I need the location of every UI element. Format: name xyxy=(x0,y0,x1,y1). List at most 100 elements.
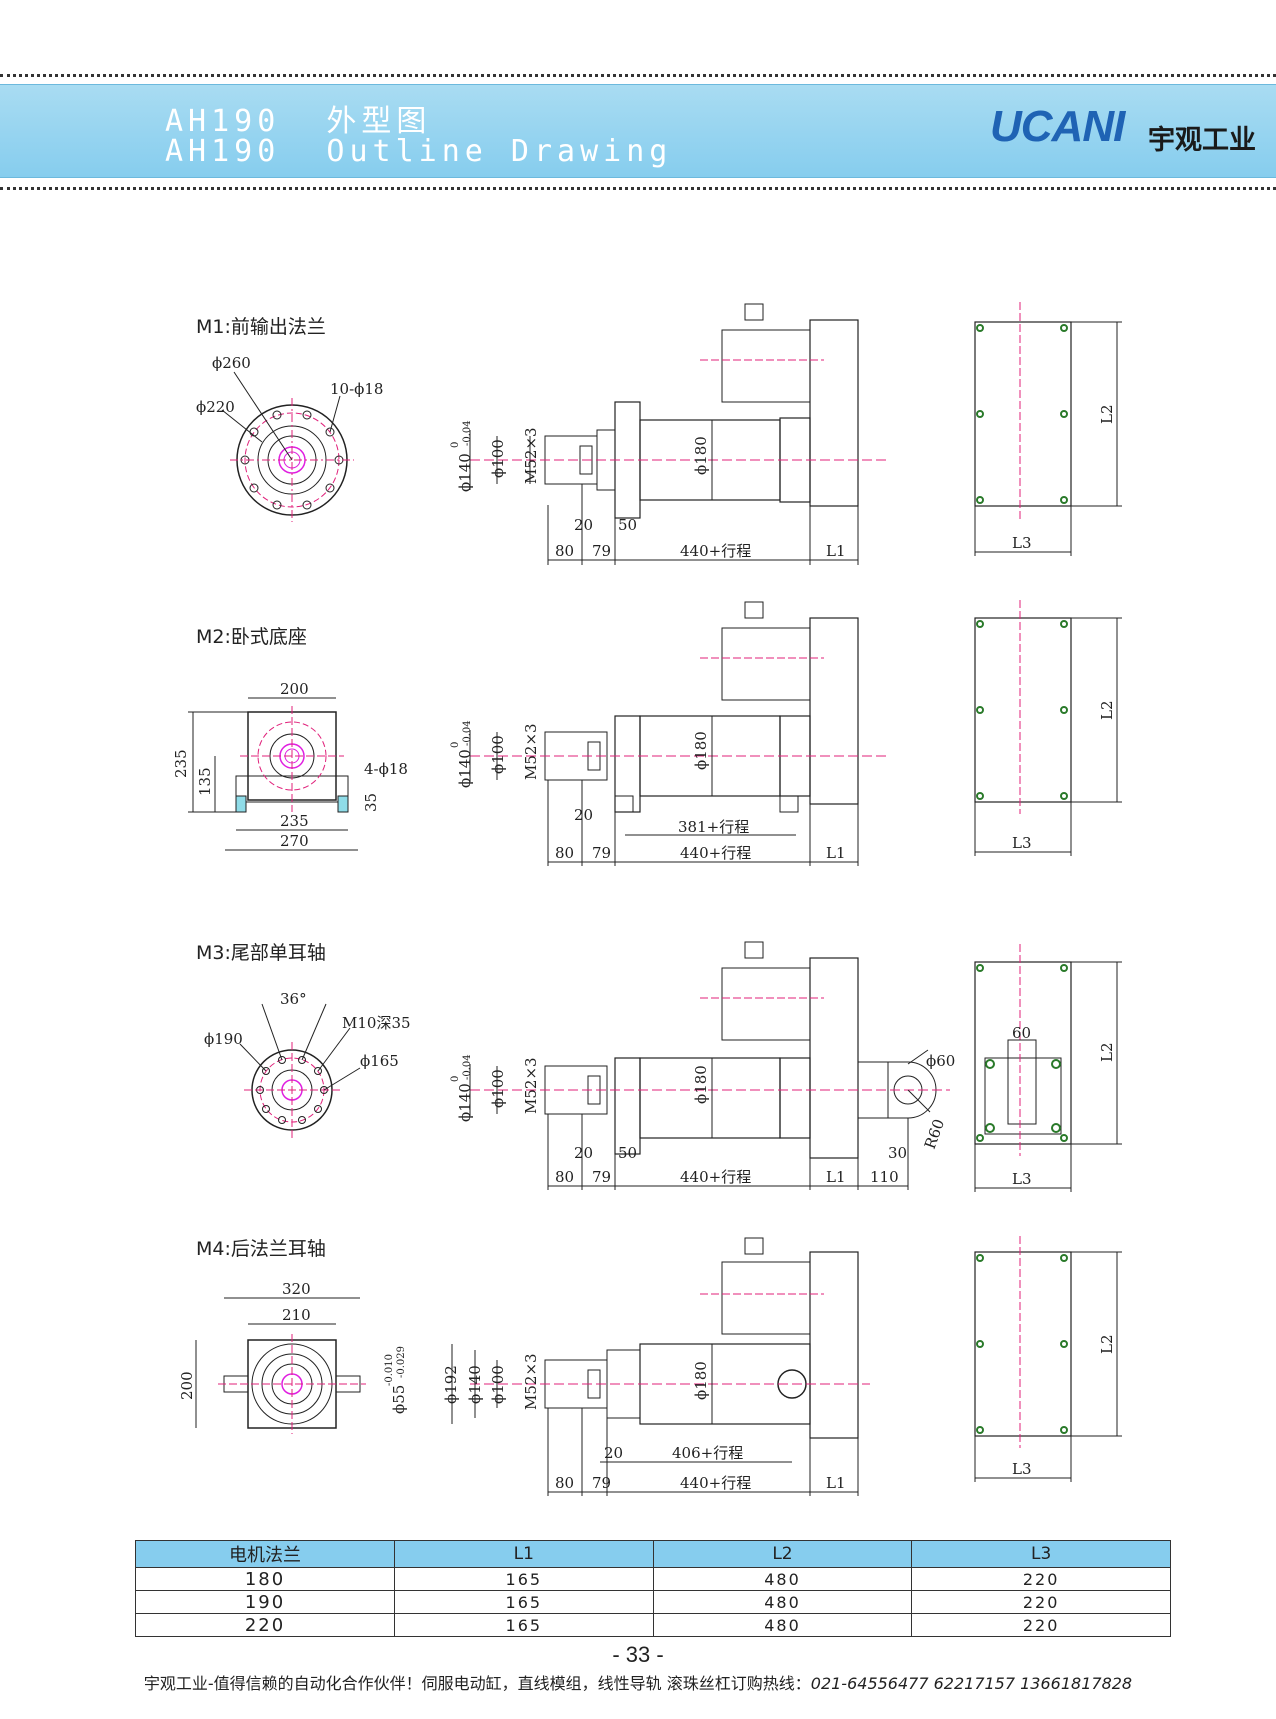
m3-front-view: 36° M10深35 ϕ190 ϕ165 xyxy=(204,990,411,1138)
m4-dim-stroke440: 440+行程 xyxy=(680,1474,751,1492)
m1-side-view: ϕ140 0 -0.04 ϕ100 M52×3 ϕ180 20 50 80 79… xyxy=(450,303,890,565)
m1-dim-50: 50 xyxy=(618,516,637,534)
m4-dim-phi140: ϕ140 xyxy=(466,1365,484,1404)
m2-dim-phi100: ϕ100 xyxy=(489,735,507,774)
table-cell: 180 xyxy=(135,1567,395,1591)
m4-dim-20: 20 xyxy=(604,1444,623,1462)
m3-dim-L2: L2 xyxy=(1098,1042,1116,1062)
m4-dim-phi55: ϕ55 xyxy=(390,1385,408,1414)
m3-dim-m10: M10深35 xyxy=(342,1014,411,1032)
m3-dim-60: 60 xyxy=(1012,1024,1031,1042)
m4-dim-phi100: ϕ100 xyxy=(489,1365,507,1404)
m1-tol-lower: -0.04 xyxy=(462,420,473,446)
company-name: 宇观工业 xyxy=(1148,125,1256,156)
m4-dim-m52: M52×3 xyxy=(522,1353,540,1410)
m2-dim-135: 135 xyxy=(196,767,214,796)
m4-dim-stroke406: 406+行程 xyxy=(672,1444,743,1462)
m1-dim-m52: M52×3 xyxy=(522,427,540,484)
m1-dim-phi100: ϕ100 xyxy=(489,439,507,478)
table-header-row: 电机法兰 L1 L2 L3 xyxy=(135,1540,1171,1568)
m2-dim-phi140: ϕ140 xyxy=(456,749,474,788)
m3-dim-79: 79 xyxy=(592,1168,611,1186)
m4-dim-phi180: ϕ180 xyxy=(692,1361,710,1400)
m3-dim-110: 110 xyxy=(870,1168,899,1186)
m3-dim-m52: M52×3 xyxy=(522,1057,540,1114)
m2-dim-stroke440: 440+行程 xyxy=(680,844,751,862)
dimension-table: 电机法兰 L1 L2 L3 180 165 480 220 190 165 48… xyxy=(135,1540,1171,1637)
table-header-cell: 电机法兰 xyxy=(135,1540,395,1568)
m1-dim-stroke: 440+行程 xyxy=(680,542,751,560)
table-header-cell: L3 xyxy=(911,1540,1171,1568)
m4-dim-200: 200 xyxy=(178,1371,196,1400)
m2-dim-L1: L1 xyxy=(826,844,846,862)
bottom-dotted-rule xyxy=(0,187,1276,190)
m2-dim-35: 35 xyxy=(362,793,380,812)
table-header-cell: L2 xyxy=(652,1540,913,1568)
m2-rear-view: L2 L3 xyxy=(974,600,1122,856)
footer: 宇观工业-值得信赖的自动化合作伙伴！伺服电动缸，直线模组，线性导轨 滚珠丝杠订购… xyxy=(0,1670,1276,1694)
m4-rear-view: L2 L3 xyxy=(974,1236,1122,1482)
m2-dim-phi180: ϕ180 xyxy=(692,731,710,770)
m3-dim-80: 80 xyxy=(555,1168,574,1186)
m2-dim-270: 270 xyxy=(280,832,309,850)
table-cell: 220 xyxy=(911,1590,1171,1614)
footer-phones: 021-64556477 62217157 13661817828 xyxy=(810,1674,1133,1693)
m1-dim-phi260: ϕ260 xyxy=(212,354,251,372)
m1-dim-20: 20 xyxy=(574,516,593,534)
m2-dim-L3: L3 xyxy=(1012,834,1032,852)
m1-dim-79: 79 xyxy=(592,542,611,560)
section-label-m3: M3:尾部单耳轴 xyxy=(196,942,326,964)
section-label-m4: M4:后法兰耳轴 xyxy=(196,1238,326,1260)
m3-dim-36deg: 36° xyxy=(280,990,307,1008)
table-row: 180 165 480 220 xyxy=(135,1567,1171,1591)
m3-tol-lower: -0.04 xyxy=(462,1054,473,1080)
footer-text: 宇观工业-值得信赖的自动化合作伙伴！伺服电动缸，直线模组，线性导轨 滚珠丝杠订购… xyxy=(143,1674,811,1693)
m3-dim-phi165: ϕ165 xyxy=(360,1052,399,1070)
table-cell: 220 xyxy=(911,1613,1171,1637)
section-label-m1: M1:前输出法兰 xyxy=(196,316,326,338)
m4-dim-210: 210 xyxy=(282,1306,311,1324)
table-cell: 165 xyxy=(394,1567,654,1591)
m1-dim-phi180: ϕ180 xyxy=(692,436,710,475)
m1-front-view: ϕ260 10-ϕ18 ϕ220 xyxy=(196,354,383,522)
m3-dim-r60: R60 xyxy=(921,1117,948,1152)
header-banner xyxy=(0,84,1276,178)
m3-dim-20: 20 xyxy=(574,1144,593,1162)
table-cell: 165 xyxy=(394,1590,654,1614)
m3-dim-phi140: ϕ140 xyxy=(456,1083,474,1122)
m1-dim-phi140: ϕ140 xyxy=(456,453,474,492)
title-cn: AH190 外型图 xyxy=(165,104,432,139)
m1-dim-L1: L1 xyxy=(826,542,846,560)
m3-dim-30: 30 xyxy=(888,1144,907,1162)
m2-tol-upper: 0 xyxy=(450,742,461,748)
m3-tol-upper: 0 xyxy=(450,1076,461,1082)
table-cell: 480 xyxy=(652,1590,913,1614)
m1-dim-phi220: ϕ220 xyxy=(196,398,235,416)
m1-dim-L3: L3 xyxy=(1012,534,1032,552)
m2-dim-m52: M52×3 xyxy=(522,723,540,780)
m4-tol-upper: -0.010 xyxy=(384,1354,395,1386)
m2-side-view: ϕ140 0 -0.04 ϕ100 M52×3 ϕ180 20 381+行程 8… xyxy=(450,601,890,866)
m1-rear-view: L2 L3 xyxy=(974,302,1122,556)
m4-front-view: 320 210 200 ϕ55 -0.010 -0.029 xyxy=(178,1280,408,1434)
outline-drawings: ϕ260 10-ϕ18 ϕ220 ϕ140 0 -0.04 ϕ100 M52×3… xyxy=(172,302,1122,1496)
m3-dim-phi180: ϕ180 xyxy=(692,1065,710,1104)
table-cell: 480 xyxy=(652,1567,913,1591)
m2-dim-235h: 235 xyxy=(280,812,309,830)
m1-dim-80: 80 xyxy=(555,542,574,560)
m2-dim-4phi18: 4-ϕ18 xyxy=(364,760,408,778)
table-cell: 220 xyxy=(135,1613,395,1637)
m3-side-view: ϕ140 0 -0.04 ϕ100 M52×3 ϕ180 ϕ60 R60 20 … xyxy=(450,941,955,1190)
m3-dim-phi60: ϕ60 xyxy=(926,1052,955,1070)
m2-dim-L2: L2 xyxy=(1098,700,1116,720)
m2-dim-79: 79 xyxy=(592,844,611,862)
m2-dim-80: 80 xyxy=(555,844,574,862)
m4-dim-80: 80 xyxy=(555,1474,574,1492)
m2-dim-stroke381: 381+行程 xyxy=(678,818,749,836)
m1-dim-10phi18: 10-ϕ18 xyxy=(330,380,383,398)
m2-front-view: 200 235 135 4-ϕ18 35 235 270 xyxy=(172,680,408,851)
company-logo: UCANI xyxy=(990,102,1125,151)
page-number: - 33 - xyxy=(612,1642,664,1667)
title-en: AH190 Outline Drawing xyxy=(165,134,673,169)
m4-side-view: ϕ192 ϕ140 ϕ100 M52×3 ϕ180 20 406+行程 80 7… xyxy=(442,1237,870,1496)
